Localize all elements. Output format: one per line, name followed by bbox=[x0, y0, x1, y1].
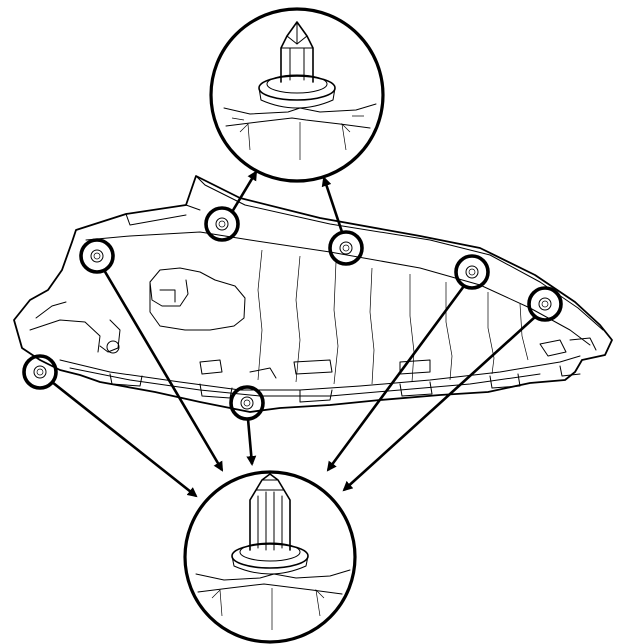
bottom-clip-detail bbox=[183, 470, 357, 644]
arrow-bottom-3 bbox=[246, 418, 257, 466]
clip-ring-6 bbox=[22, 354, 58, 390]
arrow-bottom-1 bbox=[51, 380, 198, 498]
leader-arrows bbox=[51, 170, 536, 498]
arrow-top-2 bbox=[321, 176, 344, 233]
arrow-top-1 bbox=[230, 170, 258, 213]
arrow-bottom-5 bbox=[342, 316, 536, 492]
push-clip-detail-icon bbox=[223, 21, 377, 160]
clip-ring-5 bbox=[527, 286, 563, 322]
top-clip-detail bbox=[209, 7, 385, 183]
clip-ring-1 bbox=[204, 206, 240, 242]
clip-ring-2 bbox=[328, 230, 364, 266]
clip-ring-4 bbox=[454, 254, 490, 290]
trim-panel bbox=[13, 175, 613, 413]
clip-rings bbox=[22, 206, 563, 421]
clip-ring-7 bbox=[229, 385, 265, 421]
arrow-bottom-2 bbox=[102, 269, 224, 472]
arrow-bottom-4 bbox=[326, 285, 466, 472]
push-clip-detail-icon bbox=[195, 473, 351, 630]
clip-ring-3 bbox=[79, 238, 115, 274]
